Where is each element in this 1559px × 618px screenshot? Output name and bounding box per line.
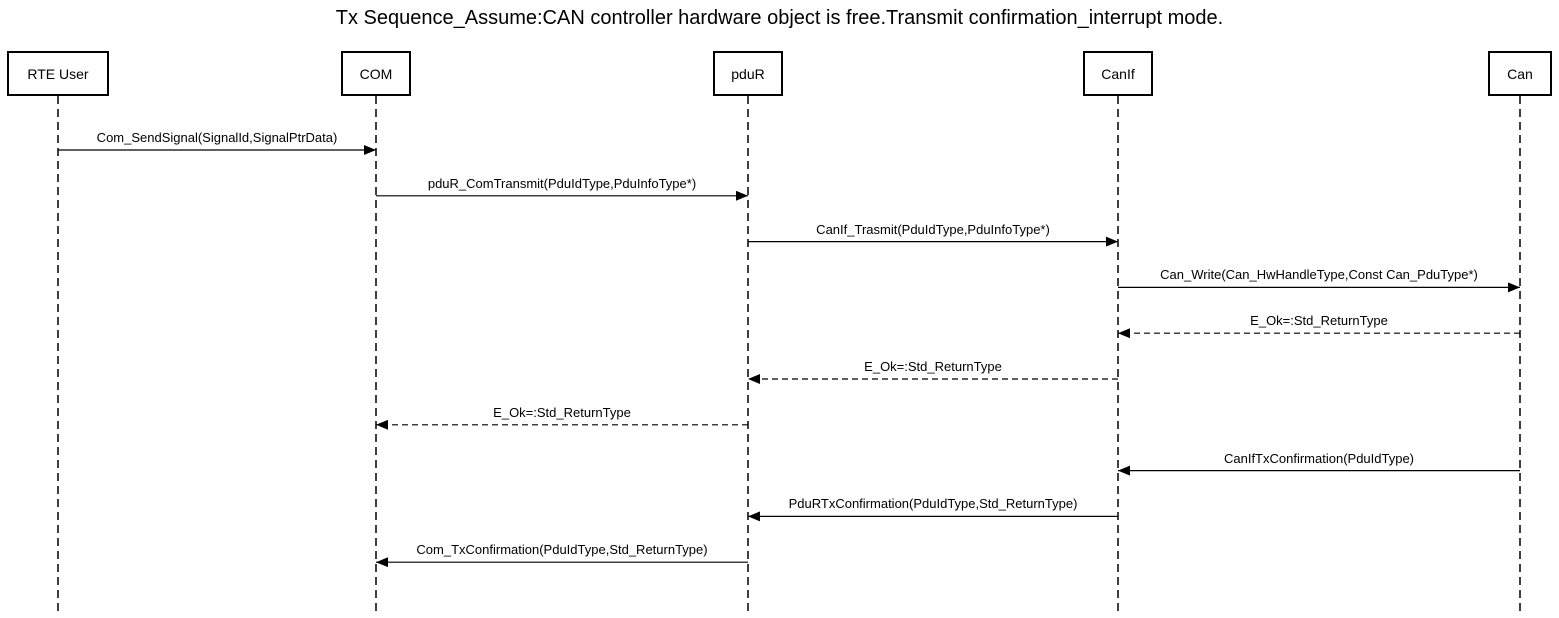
message-label-0: Com_SendSignal(SignalId,SignalPtrData) [96,130,338,145]
message-label-4: E_Ok=:Std_ReturnType [1250,313,1388,329]
message-label-6: E_Ok=:Std_ReturnType [493,404,631,420]
message-label-1: pduR_ComTransmit(PduIdType,PduInfoType*) [427,175,697,191]
participant-label: RTE User [27,65,89,82]
participant-2: pduR [713,51,783,96]
participant-3: CanIf [1083,51,1153,96]
diagram-title: Tx Sequence_Assume:CAN controller hardwa… [335,7,1224,29]
participant-label: pduR [731,65,765,82]
participant-1: COM [341,51,411,96]
message-label-9: Com_TxConfirmation(PduIdType,Std_ReturnT… [416,542,708,558]
message-label-2: CanIf_Trasmit(PduIdType,PduInfoType*) [816,221,1050,237]
participant-label: CanIf [1101,65,1135,82]
participant-label: Can [1507,65,1533,82]
message-label-3: Can_Write(Can_HwHandleType,Const Can_Pdu… [1160,267,1478,283]
participant-4: Can [1488,51,1552,96]
participant-0: RTE User [7,51,109,96]
message-label-5: E_Ok=:Std_ReturnType [864,359,1002,374]
message-label-8: PduRTxConfirmation(PduIdType,Std_ReturnT… [788,496,1078,512]
message-label-7: CanIfTxConfirmation(PduIdType) [1223,450,1415,466]
participant-label: COM [359,65,393,82]
